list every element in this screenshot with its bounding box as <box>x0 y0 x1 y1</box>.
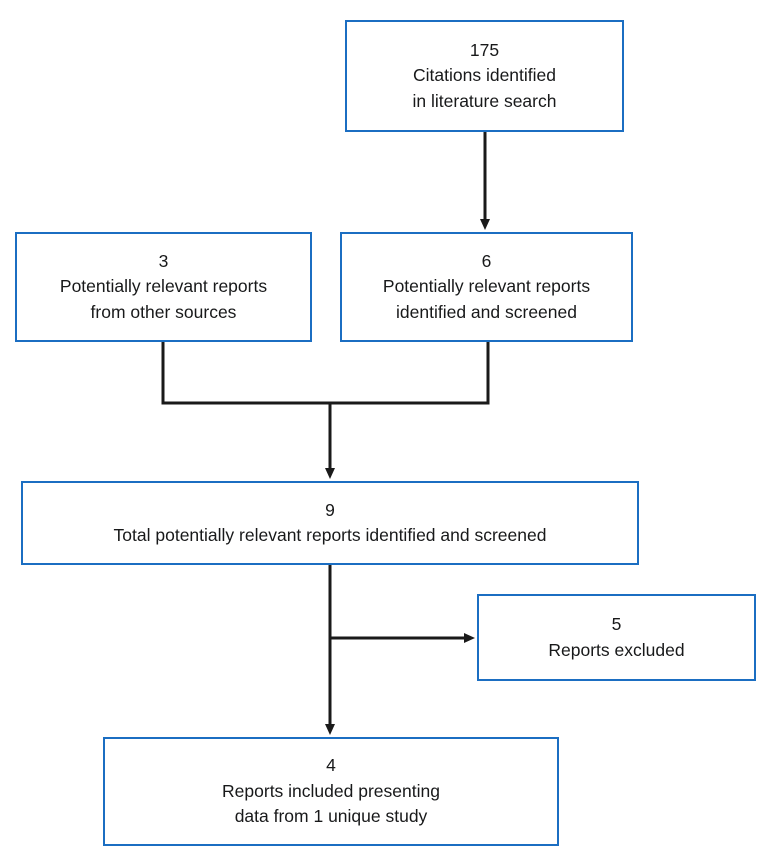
node-citations-identified: 175 Citations identified in literature s… <box>345 20 624 132</box>
node-screened-line2: identified and screened <box>396 301 577 322</box>
node-citations-line2: in literature search <box>412 90 557 111</box>
node-included-line1: Reports included presenting <box>222 780 440 801</box>
node-other-sources: 3 Potentially relevant reports from othe… <box>15 232 312 342</box>
node-identified-and-screened: 6 Potentially relevant reports identifie… <box>340 232 633 342</box>
node-excluded-count: 5 <box>611 614 622 635</box>
node-excluded-line1: Reports excluded <box>548 639 685 660</box>
node-screened-line1: Potentially relevant reports <box>382 276 591 297</box>
node-included-line2: data from 1 unique study <box>234 806 428 827</box>
node-reports-excluded: 5 Reports excluded <box>477 594 756 681</box>
node-citations-line1: Citations identified <box>413 65 556 86</box>
node-included-count: 4 <box>326 755 336 776</box>
node-total-line1: Total potentially relevant reports ident… <box>113 525 547 545</box>
node-other-sources-line1: Potentially relevant reports <box>59 276 268 297</box>
node-reports-included: 4 Reports included presenting data from … <box>103 737 559 846</box>
node-total-count: 9 <box>325 499 335 520</box>
node-total-relevant-reports: 9 Total potentially relevant reports ide… <box>21 481 639 565</box>
node-other-sources-count: 3 <box>158 250 169 271</box>
node-screened-count: 6 <box>481 250 492 271</box>
edge-merge-to-total <box>161 342 490 479</box>
node-other-sources-line2: from other sources <box>90 301 237 322</box>
node-citations-count: 175 <box>469 39 500 60</box>
